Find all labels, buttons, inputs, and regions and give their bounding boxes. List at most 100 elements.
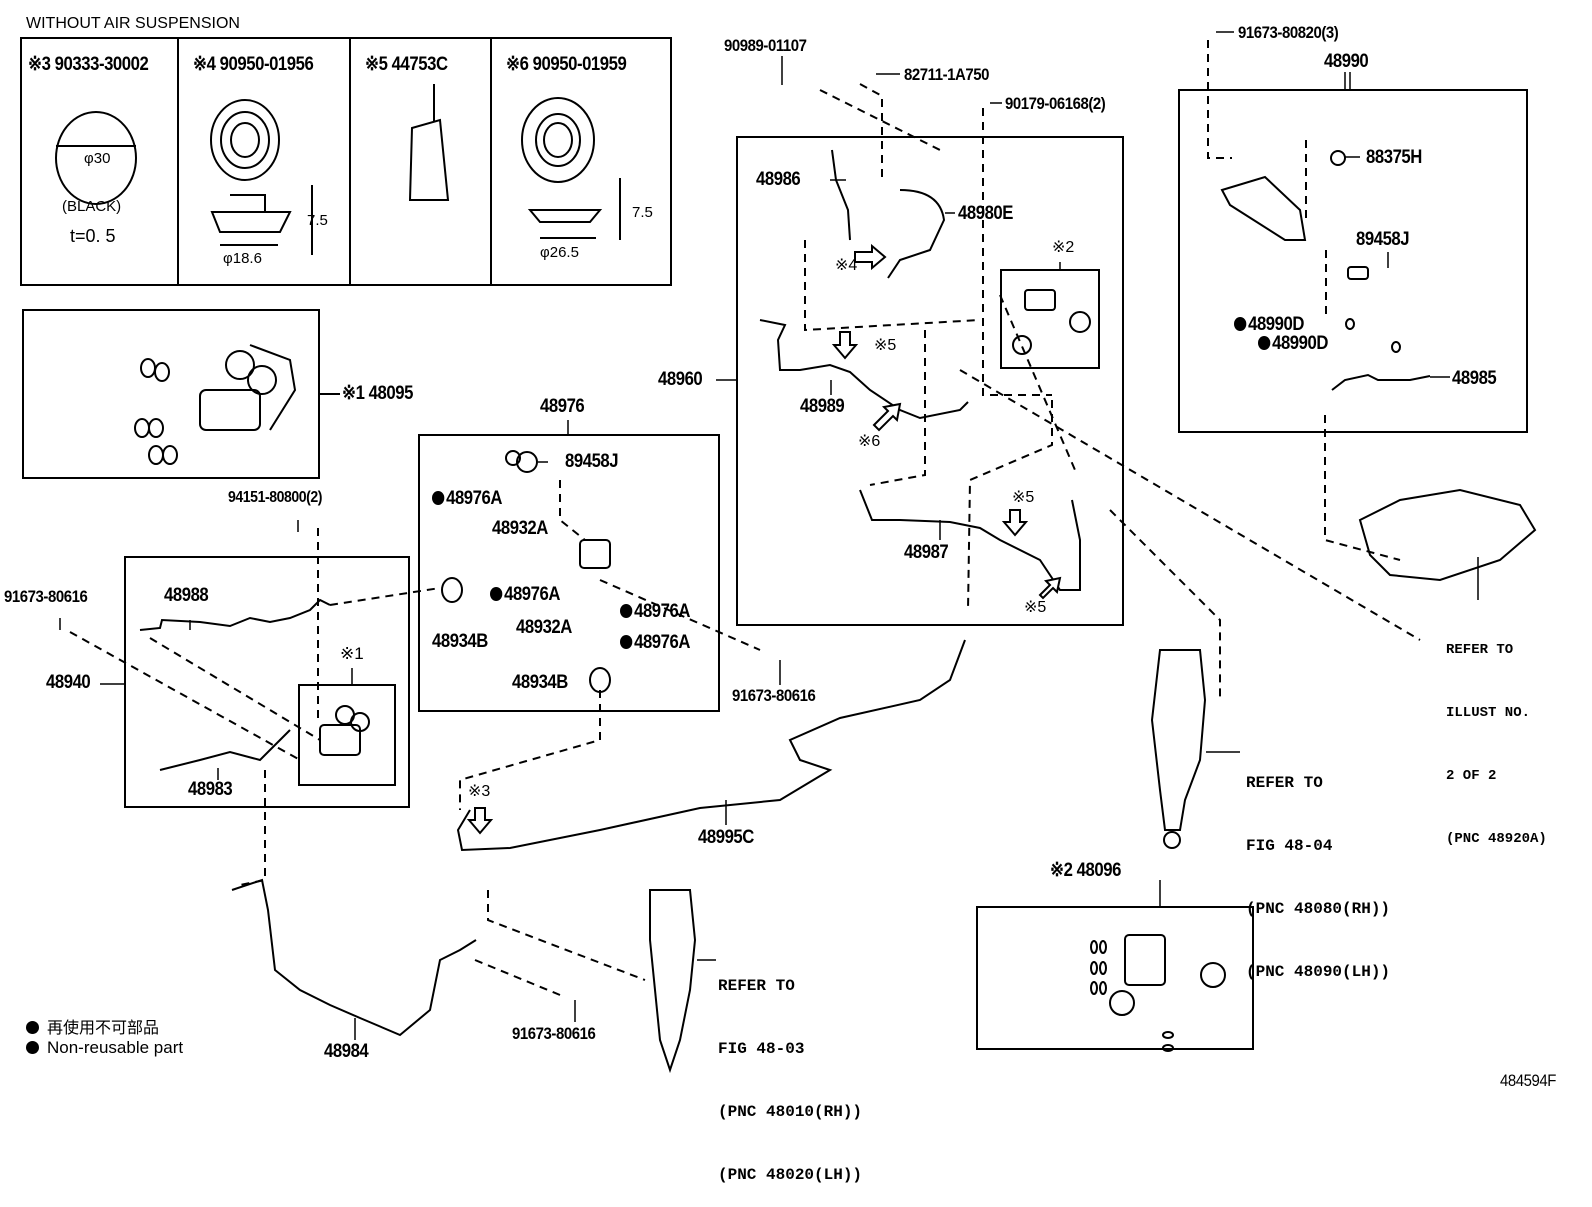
- thickness-note: t=0. 5: [70, 226, 116, 246]
- part-label-48986[interactable]: 48986: [756, 169, 801, 190]
- arrow-mark6: [872, 402, 902, 432]
- part-label-48988[interactable]: 48988: [164, 585, 209, 606]
- part-label-48980e[interactable]: 48980E: [958, 203, 1014, 224]
- non-reusable-icon: [620, 604, 633, 618]
- part-label-48976[interactable]: 48976: [540, 396, 585, 417]
- part-label-48976a-1[interactable]: 48976A: [432, 489, 502, 508]
- inset-parts-table: ※3 90333-30002 φ30 (BLACK) t=0. 5 ※4 909…: [20, 37, 672, 286]
- grommet-drawing-4: [210, 99, 292, 233]
- part-label-48989[interactable]: 48989: [800, 396, 845, 417]
- sensor-drawing-89458j-right: [1347, 266, 1369, 280]
- color-note: (BLACK): [62, 198, 122, 215]
- group-box-48976: [418, 434, 720, 712]
- part-label-48983[interactable]: 48983: [188, 779, 233, 800]
- part-label-48934b-2[interactable]: 48934B: [512, 672, 568, 693]
- actuator-drawing-48095: [134, 344, 297, 465]
- part-label-48976a-3[interactable]: 48976A: [620, 602, 690, 621]
- filled-circle-icon: [26, 1021, 39, 1034]
- group-box-48940: [124, 556, 410, 808]
- part-label-48984[interactable]: 48984: [324, 1041, 369, 1062]
- sensor-drawing-89458j-mid: [505, 450, 538, 473]
- part-label-48932a-1[interactable]: 48932A: [492, 518, 548, 539]
- arrow-mark5-c: [1038, 576, 1062, 600]
- part-label-48976a-2[interactable]: 48976A: [490, 585, 560, 604]
- pipe-48989: [759, 319, 969, 420]
- part-label-94151-80800[interactable]: 94151-80800(2): [228, 489, 323, 506]
- group-box-48095: [22, 309, 320, 479]
- non-reusable-icon: [1234, 317, 1247, 331]
- part-label-91673-80616-left[interactable]: 91673-80616: [4, 587, 88, 606]
- inset-mark: ※4: [193, 54, 216, 75]
- part-label-48934b-1[interactable]: 48934B: [432, 631, 488, 652]
- pipe-48980e: [887, 189, 946, 279]
- inset-part-number[interactable]: 90333-30002: [54, 54, 149, 75]
- part-label-88375h[interactable]: 88375H: [1366, 147, 1422, 168]
- refer-note-illust[interactable]: REFER TO ILLUST NO. 2 OF 2 (PNC 48920A): [1446, 642, 1547, 847]
- inset-part-number[interactable]: 44753C: [391, 54, 448, 75]
- inset-mark: ※5: [365, 54, 388, 75]
- dimension-diameter: φ30: [84, 150, 111, 167]
- part-label-89458j-mid[interactable]: 89458J: [565, 451, 619, 472]
- legend-item: 再使用不可部品: [26, 1014, 183, 1038]
- part-label-48987[interactable]: 48987: [904, 542, 949, 563]
- mark-5-c: ※5: [1024, 599, 1047, 616]
- legend: 再使用不可部品 Non-reusable part: [26, 1014, 183, 1062]
- inset-part-number[interactable]: 90950-01959: [532, 54, 627, 75]
- non-reusable-icon: [620, 635, 633, 649]
- part-label-48990[interactable]: 48990: [1324, 51, 1369, 72]
- clip-drawing-5: [408, 84, 450, 201]
- arrow-mark5-a: [831, 331, 859, 360]
- grommet-drawing-3: [55, 111, 137, 205]
- cap-drawing-88375h: [1330, 150, 1346, 166]
- arrow-mark3: [466, 807, 494, 835]
- bracket-drawing-2: [1012, 289, 1091, 355]
- mark-2-top: ※2: [1052, 239, 1075, 256]
- strut-drawing-front: [649, 889, 697, 1074]
- part-label-90989-01107[interactable]: 90989-01107: [724, 36, 807, 55]
- refer-note-fig-48-03[interactable]: REFER TO FIG 48-03 (PNC 48010(RH)) (PNC …: [718, 977, 863, 1184]
- height-sensor-assembly: [1358, 488, 1537, 582]
- part-label-48990d-1[interactable]: 48990D: [1234, 315, 1304, 334]
- part-label-48940[interactable]: 48940: [46, 672, 91, 693]
- inset-mark: ※6: [506, 54, 529, 75]
- part-label-91673-80616-bottom[interactable]: 91673-80616: [512, 1024, 596, 1043]
- canister-drawing: [1220, 175, 1307, 241]
- non-reusable-icon: [1258, 336, 1271, 350]
- mark-5-b: ※5: [1012, 489, 1035, 506]
- arrow-mark5-b: [1001, 509, 1029, 537]
- inset-part-number[interactable]: 90950-01956: [219, 54, 314, 75]
- pipe-48995c: [456, 639, 966, 852]
- part-label-82711-1a750[interactable]: 82711-1A750: [904, 65, 990, 84]
- mark-3: ※3: [468, 783, 491, 800]
- pipe-48988: [139, 598, 331, 631]
- part-label-48976a-4[interactable]: 48976A: [620, 633, 690, 652]
- dimension-height: 7.5: [307, 212, 328, 229]
- grommet-drawing-6: [521, 97, 603, 223]
- figure-id: 484594F: [1500, 1071, 1556, 1090]
- part-label-89458j-right[interactable]: 89458J: [1356, 229, 1410, 250]
- legend-item: Non-reusable part: [26, 1038, 183, 1062]
- part-label-48960[interactable]: 48960: [658, 369, 703, 390]
- part-label-48990d-2[interactable]: 48990D: [1258, 334, 1328, 353]
- group-box-48960: [736, 136, 1124, 626]
- arrow-mark4: [854, 243, 887, 271]
- part-label-48096[interactable]: ※2 48096: [1050, 860, 1121, 881]
- pipe-48986: [831, 149, 851, 241]
- part-label-90179-06168[interactable]: 90179-06168(2): [1005, 94, 1106, 113]
- part-label-91673-80820[interactable]: 91673-80820(3): [1238, 23, 1339, 42]
- pipe-48984: [231, 878, 477, 1037]
- inset-cell-5: ※5 44753C: [351, 39, 492, 284]
- mark-1: ※1: [340, 644, 364, 663]
- mark-4: ※4: [835, 257, 858, 274]
- part-label-91673-80616-mid[interactable]: 91673-80616: [732, 686, 816, 705]
- part-label-48095[interactable]: ※1 48095: [342, 383, 413, 404]
- mark-5-a: ※5: [874, 337, 897, 354]
- inset-cell-4: ※4 90950-01956 7.5 φ18.6: [179, 39, 351, 284]
- pipe-48983: [159, 729, 291, 771]
- part-label-48995c[interactable]: 48995C: [698, 827, 754, 848]
- inset-cell-3: ※3 90333-30002 φ30 (BLACK) t=0. 5: [22, 39, 179, 284]
- part-label-48932a-2[interactable]: 48932A: [516, 617, 572, 638]
- refer-note-fig-48-04[interactable]: REFER TO FIG 48-04 (PNC 48080(RH)) (PNC …: [1246, 774, 1391, 981]
- dimension-height: 7.5: [632, 204, 653, 221]
- part-label-48985[interactable]: 48985: [1452, 368, 1497, 389]
